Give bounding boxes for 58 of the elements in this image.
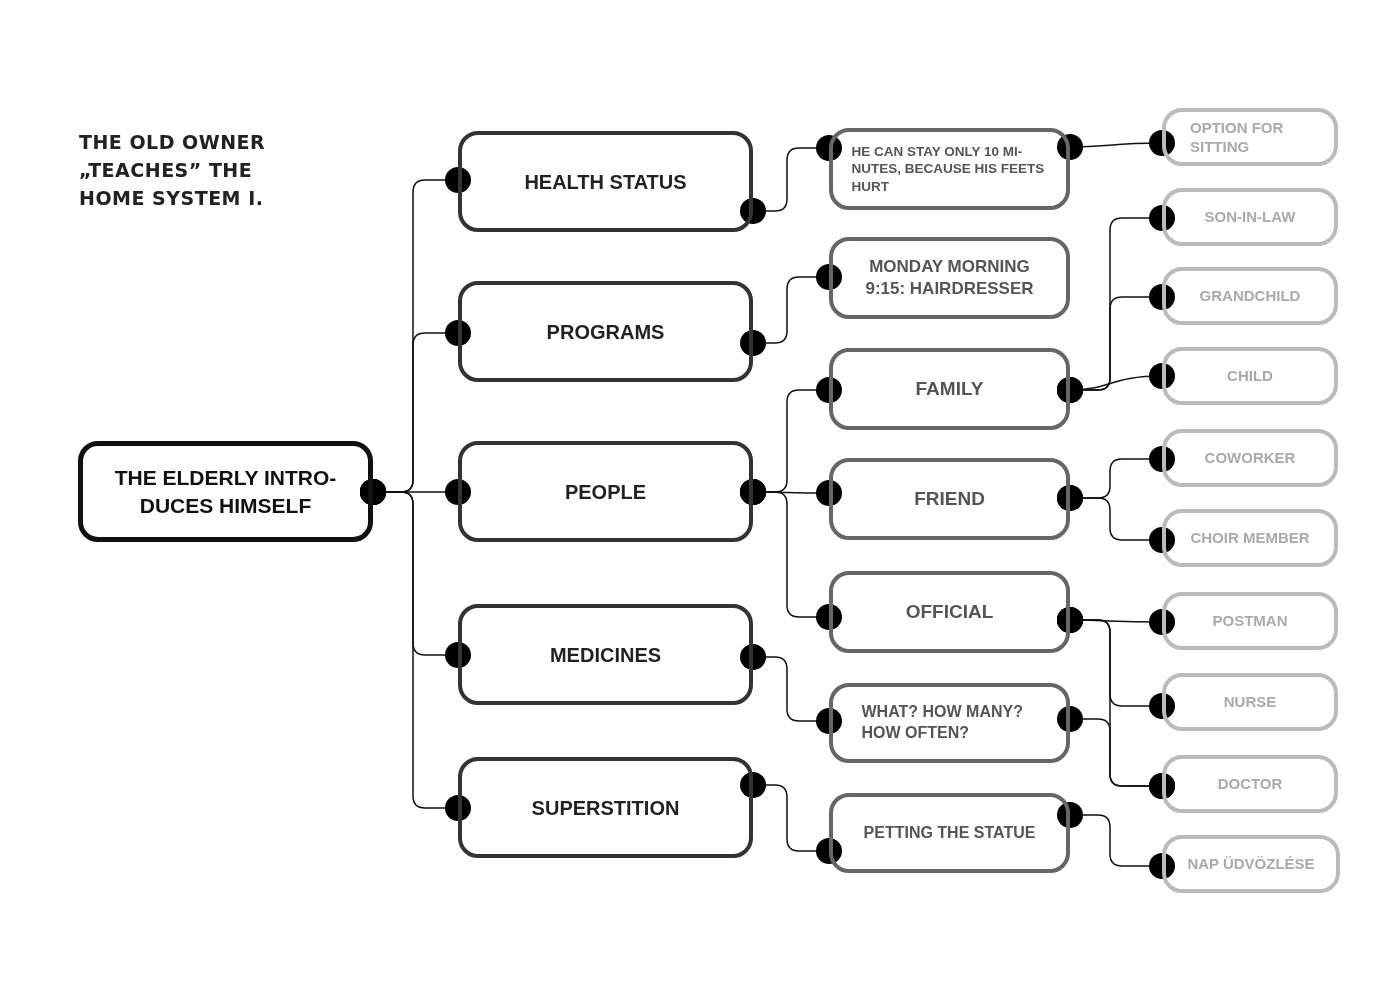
subcategory-box: [829, 571, 1070, 653]
category-box: [458, 757, 753, 858]
node-label: SON-IN-LAW: [1203, 207, 1297, 227]
node-label: FRIEND: [913, 486, 986, 511]
connector-line: [1057, 802, 1175, 879]
node-label: CHOIR MEMBER: [1189, 528, 1311, 548]
node-label: FAMILY: [914, 376, 985, 401]
topic-box: [78, 441, 373, 542]
item-box: [1162, 188, 1338, 246]
item-box: [1162, 509, 1338, 567]
title: THE OLD OWNER „TEACHES” THE HOME SYSTEM I.: [79, 130, 267, 211]
connector-line: [1057, 485, 1175, 553]
node-label: THE ELDERLY INTRO- DUCES HIMSELF: [113, 465, 338, 519]
node-label: CHILD: [1226, 366, 1274, 386]
subcategory-box: [829, 458, 1070, 540]
node-label: HE CAN STAY ONLY 10 MI- NUTES, BECAUSE HIS FEETS HURT: [851, 142, 1046, 196]
category-box: [458, 604, 753, 705]
node-label: OPTION FOR SITTING: [1190, 117, 1285, 157]
item-box: [1162, 108, 1338, 166]
connector-line: [740, 479, 842, 630]
item-box: [1162, 429, 1338, 487]
node-label: POSTMAN: [1211, 611, 1289, 631]
item-box: [1162, 673, 1338, 731]
connector-line: [740, 772, 842, 864]
node-label: MONDAY MORNING 9:15: HAIRDRESSER: [864, 255, 1035, 300]
item-box: [1162, 755, 1338, 813]
subcategory-box: [829, 348, 1070, 430]
connector-line: [740, 644, 842, 734]
item-box: [1162, 592, 1338, 650]
connector-line: [1057, 363, 1175, 403]
node-label: HEALTH STATUS: [523, 169, 688, 195]
node-label: MEDICINES: [548, 642, 663, 668]
node-label: PEOPLE: [563, 479, 648, 505]
node-label: DOCTOR: [1216, 774, 1284, 794]
node-label: NURSE: [1222, 692, 1278, 712]
connector-line: [740, 135, 842, 224]
category-box: [458, 131, 753, 232]
node-label: WHAT? HOW MANY? HOW OFTEN?: [861, 702, 1024, 743]
node-label: NAP ÜDVÖZLÉSE: [1186, 854, 1316, 874]
node-label: PETTING THE STATUE: [862, 822, 1037, 843]
subcategory-box: [829, 683, 1070, 763]
item-box: [1162, 347, 1338, 405]
connector-line: [1057, 706, 1175, 799]
node-label: PROGRAMS: [545, 319, 666, 345]
subcategory-box: [829, 793, 1070, 873]
node-label: COWORKER: [1203, 448, 1297, 468]
item-box: [1162, 267, 1338, 325]
node-label: OFFICIAL: [904, 599, 995, 624]
connector-line: [360, 479, 471, 821]
subcategory-box: [829, 128, 1070, 210]
item-box: [1162, 835, 1340, 893]
connector-line: [740, 264, 842, 356]
category-box: [458, 281, 753, 382]
node-label: GRANDCHILD: [1198, 286, 1302, 306]
node-label: SUPERSTITION: [530, 795, 681, 821]
connector-line: [1057, 130, 1175, 160]
category-box: [458, 441, 753, 542]
subcategory-box: [829, 237, 1070, 319]
